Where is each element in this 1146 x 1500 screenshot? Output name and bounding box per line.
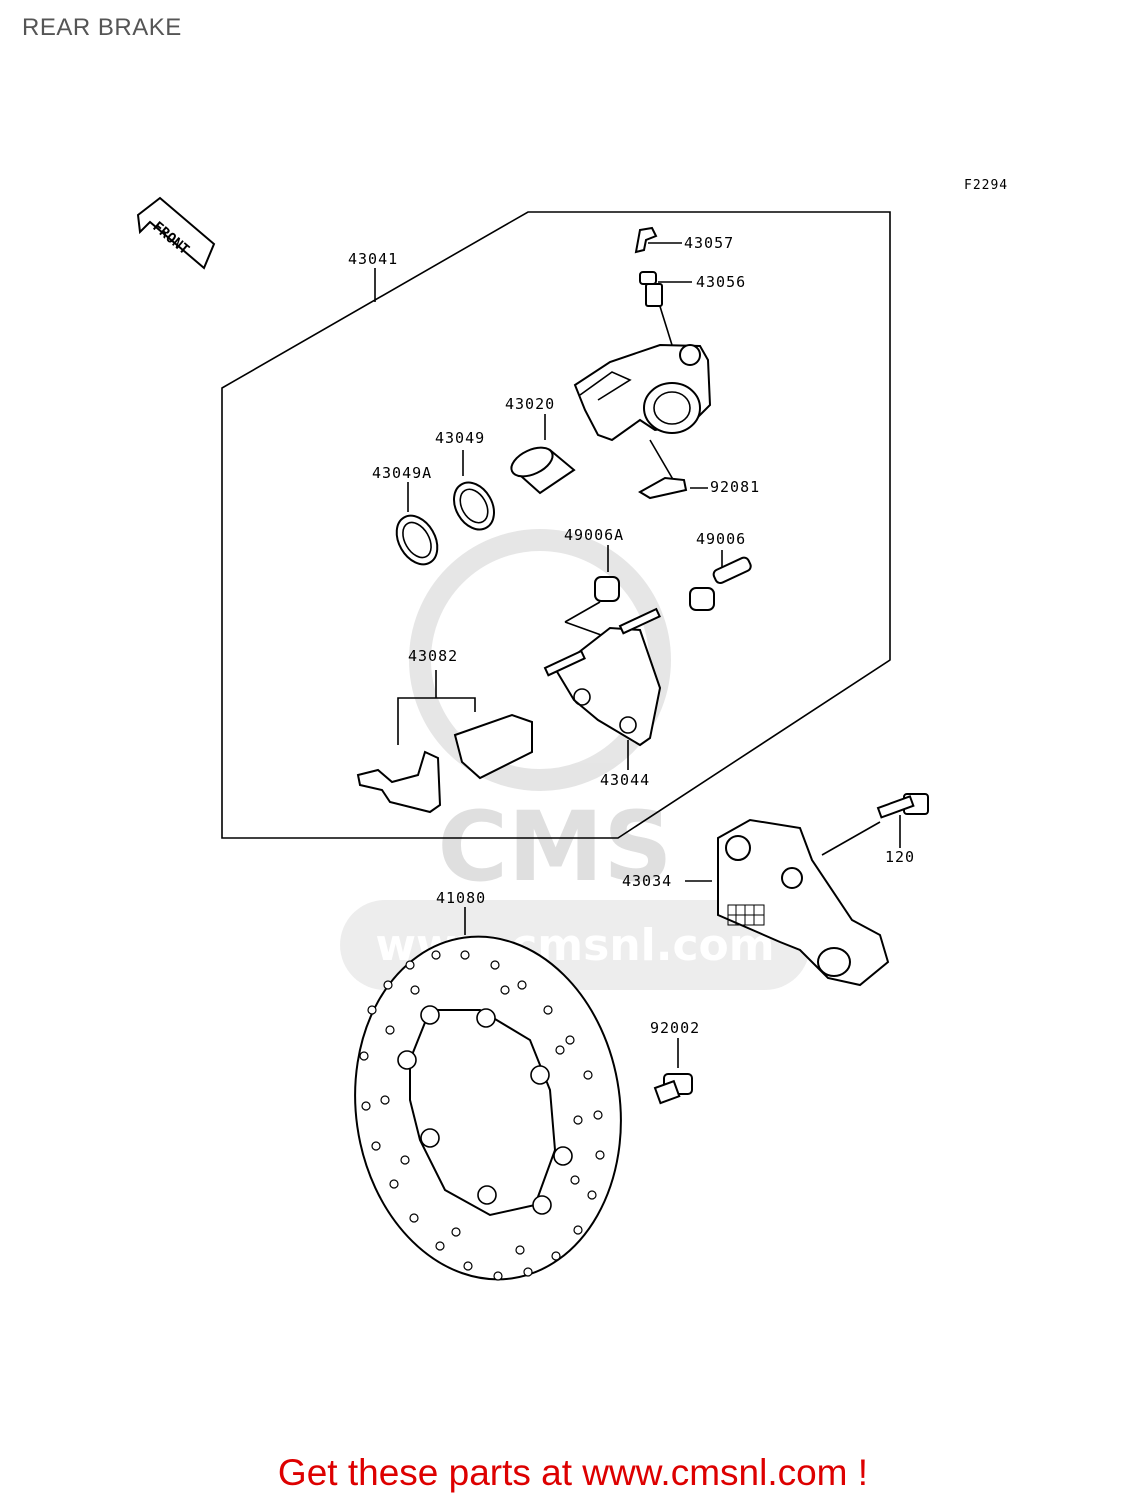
part-label: 43056 (696, 273, 746, 291)
page-title: REAR BRAKE (22, 14, 182, 41)
bolt-120 (876, 793, 929, 819)
assembly-frame (221, 211, 891, 839)
brake-pads-43082 (356, 713, 533, 814)
part-label: 43049 (435, 429, 485, 447)
part-label: 43044 (600, 771, 650, 789)
caliper-body (573, 343, 712, 442)
part-label: 41080 (436, 889, 486, 907)
part-label: 92081 (710, 478, 760, 496)
bracket-43044 (543, 607, 662, 747)
part-label: 43082 (408, 647, 458, 665)
bleeder-43056 (639, 271, 663, 307)
part-label: 43057 (684, 234, 734, 252)
brake-disc-41080 (354, 935, 622, 1281)
seal-43049 (453, 481, 495, 531)
part-label: 120 (885, 848, 915, 866)
piston-43020 (510, 446, 576, 495)
part-label: 43034 (622, 872, 672, 890)
watermark-brand: CMS (437, 791, 672, 903)
part-label: 49006 (696, 530, 746, 548)
part-label: 43020 (505, 395, 555, 413)
spring-92081 (638, 476, 688, 500)
bolt-92002 (653, 1073, 693, 1105)
clip-43057 (634, 226, 658, 254)
front-arrow-icon: FRONT (136, 196, 216, 270)
caliper-bracket-43034 (717, 818, 890, 987)
seal-43049A (395, 514, 439, 566)
part-label: 43041 (348, 250, 398, 268)
part-label: 43049A (372, 464, 432, 482)
boot-49006A (594, 576, 620, 602)
leader-lines (374, 242, 901, 1068)
footer-link[interactable]: Get these parts at www.cmsnl.com ! (277, 1452, 869, 1493)
part-label: 92002 (650, 1019, 700, 1037)
figure-code: F2294 (964, 178, 1009, 193)
part-label: 49006A (564, 526, 624, 544)
pin-49006 (689, 556, 752, 611)
